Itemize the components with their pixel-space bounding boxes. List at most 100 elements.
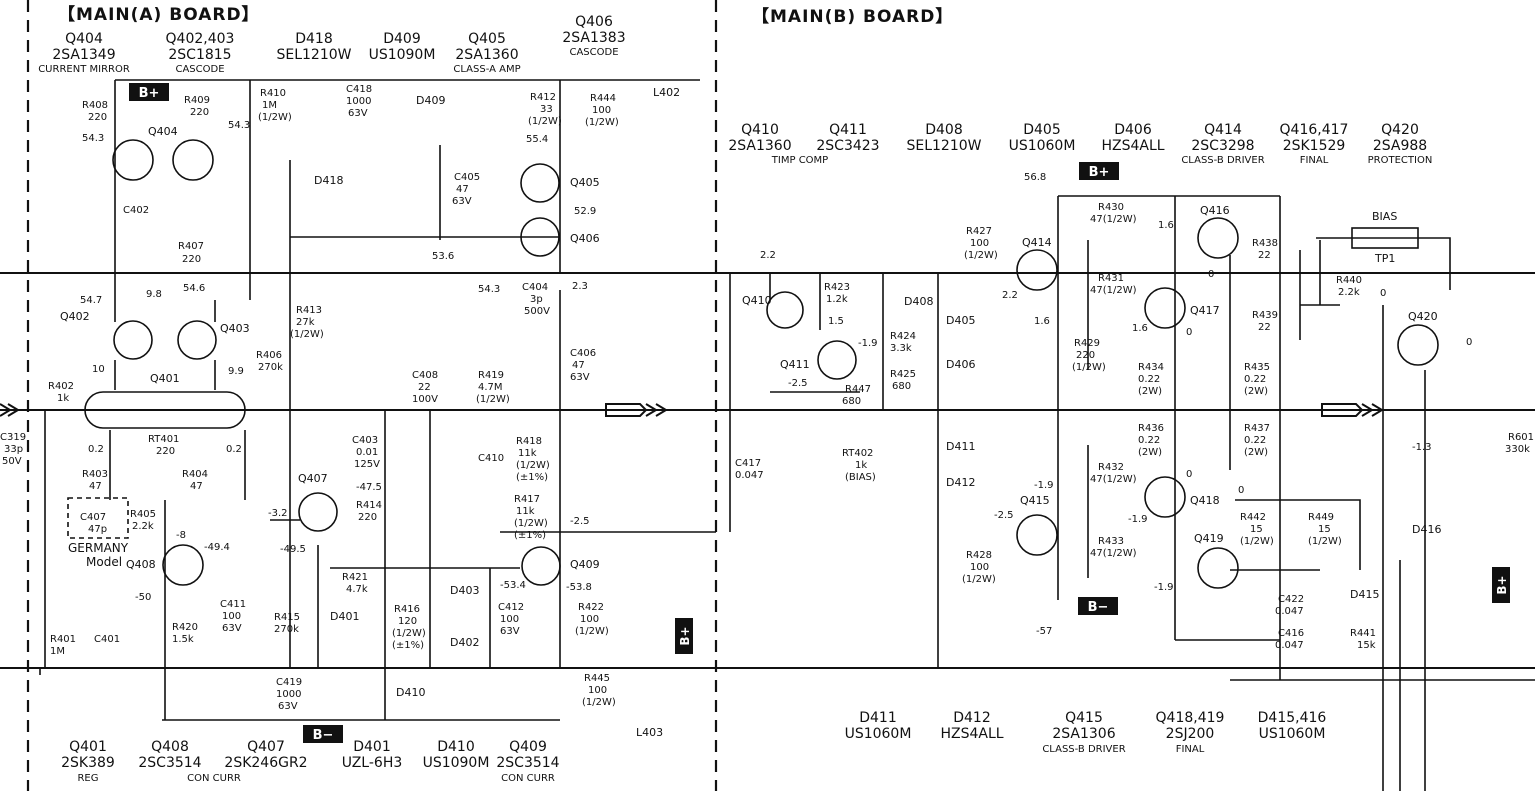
voltage: -2.5 — [570, 516, 590, 527]
part-role: TIMP COMP — [771, 155, 828, 166]
transistor-q418 — [1144, 476, 1186, 518]
part-number: 2SC3514 — [138, 755, 201, 771]
value: (BIAS) — [845, 472, 876, 483]
value: 270k — [274, 624, 299, 635]
part-ref: D405 — [1023, 122, 1061, 138]
value: 100 — [970, 238, 989, 249]
rail-badge-b-plus-vertical-b: B+ — [1492, 567, 1510, 603]
voltage: -1.9 — [858, 338, 878, 349]
part-q409: Q409 2SC3514 CON CURR — [496, 739, 559, 784]
label: L403 — [636, 726, 663, 739]
label: D412 — [946, 476, 975, 489]
voltage: 0.2 — [88, 444, 104, 455]
part-ref: D406 — [1114, 122, 1152, 138]
part-ref: D411 — [859, 710, 897, 726]
voltage: 10 — [92, 364, 105, 375]
voltage: -49.5 — [280, 544, 306, 555]
value: R419 — [478, 370, 504, 381]
value: 47(1/2W) — [1090, 214, 1137, 225]
part-ref: Q405 — [468, 31, 506, 47]
voltage: 52.9 — [574, 206, 596, 217]
part-q404: Q404 2SA1349 CURRENT MIRROR — [38, 31, 130, 75]
part-d410: D410 US1090M — [423, 739, 490, 771]
value: (2W) — [1138, 386, 1162, 397]
part-role: FINAL — [1176, 744, 1205, 755]
part-q406: Q406 2SA1383 CASCODE — [562, 14, 625, 58]
label: Q406 — [570, 232, 600, 245]
value: 4.7k — [346, 584, 368, 595]
value: 0.01 — [356, 447, 378, 458]
value: 220 — [88, 112, 107, 123]
part-q414: Q414 2SC3298 CLASS-B DRIVER — [1181, 122, 1264, 166]
voltage: -50 — [135, 592, 151, 603]
label: Q404 — [148, 125, 178, 138]
voltage: 0 — [1466, 337, 1472, 348]
value: (1/2W) — [1072, 362, 1106, 373]
parts-bottom-a: Q401 2SK389 REG Q408 2SC3514 Q407 2SK246… — [61, 739, 560, 784]
part-d405: D405 US1060M — [1009, 122, 1076, 154]
rail-badge-b-plus-a: B+ — [129, 83, 169, 101]
part-number: 2SA1349 — [52, 47, 115, 63]
rail-badge-b-plus-vertical-a: B+ — [675, 618, 693, 654]
value: 0.22 — [1138, 374, 1160, 385]
value: 22 — [1258, 250, 1271, 261]
part-number: 2SK246GR2 — [224, 755, 307, 771]
voltage: -1.9 — [1154, 582, 1174, 593]
voltage: 54.3 — [82, 133, 104, 144]
part-ref: Q414 — [1204, 122, 1242, 138]
voltage: 0 — [1186, 327, 1192, 338]
voltage: 2.3 — [572, 281, 588, 292]
part-ref: D415,416 — [1258, 710, 1327, 726]
value: R421 — [342, 572, 368, 583]
transistor-q405 — [520, 163, 560, 203]
value: 1k — [855, 460, 867, 471]
value: R440 — [1336, 275, 1362, 286]
voltage: 1.5 — [828, 316, 844, 327]
part-ref: Q401 — [69, 739, 107, 755]
part-number: SEL1210W — [276, 47, 351, 63]
value: (1/2W) — [392, 628, 426, 639]
value: 22 — [1258, 322, 1271, 333]
voltage: 54.3 — [228, 120, 250, 131]
value: 15 — [1250, 524, 1263, 535]
voltage: 9.8 — [146, 289, 162, 300]
part-d409: D409 US1090M — [369, 31, 436, 63]
label: Q409 — [570, 558, 600, 571]
label: D409 — [416, 94, 445, 107]
value: 47(1/2W) — [1090, 285, 1137, 296]
value: C404 — [522, 282, 548, 293]
label: Q418 — [1190, 494, 1220, 507]
label: Q415 — [1020, 494, 1050, 507]
part-role: CURRENT MIRROR — [38, 64, 130, 75]
value: R447 — [845, 384, 871, 395]
part-ref: D409 — [383, 31, 421, 47]
voltage: 1.6 — [1158, 220, 1174, 231]
value: (2W) — [1138, 447, 1162, 458]
part-d401: D401 UZL-6H3 — [342, 739, 403, 771]
value: C406 — [570, 348, 596, 359]
transistor-q404a — [112, 139, 154, 181]
value: C319 — [0, 432, 26, 443]
voltage: -53.8 — [566, 582, 592, 593]
label: Q417 — [1190, 304, 1220, 317]
value: (1/2W) — [964, 250, 998, 261]
value: 0.047 — [735, 470, 764, 481]
part-number: 2SA1360 — [728, 138, 791, 154]
part-q410: Q410 2SA1360 TIMP COMP — [728, 122, 828, 166]
value: R437 — [1244, 423, 1270, 434]
label: D410 — [396, 686, 425, 699]
value: 0.22 — [1138, 435, 1160, 446]
value: R407 — [178, 241, 204, 252]
value: C408 — [412, 370, 438, 381]
value: C402 — [123, 205, 149, 216]
part-q405: Q405 2SA1360 CLASS-A AMP — [453, 31, 520, 75]
value: 47(1/2W) — [1090, 548, 1137, 559]
value: 1M — [50, 646, 65, 657]
part-ref: Q416,417 — [1280, 122, 1349, 138]
part-q411: Q411 2SC3423 — [816, 122, 879, 154]
part-ref: Q404 — [65, 31, 103, 47]
value: 3p — [530, 294, 543, 305]
part-number: 2SA1360 — [455, 47, 518, 63]
label: Q401 — [150, 372, 180, 385]
label: Q411 — [780, 358, 810, 371]
